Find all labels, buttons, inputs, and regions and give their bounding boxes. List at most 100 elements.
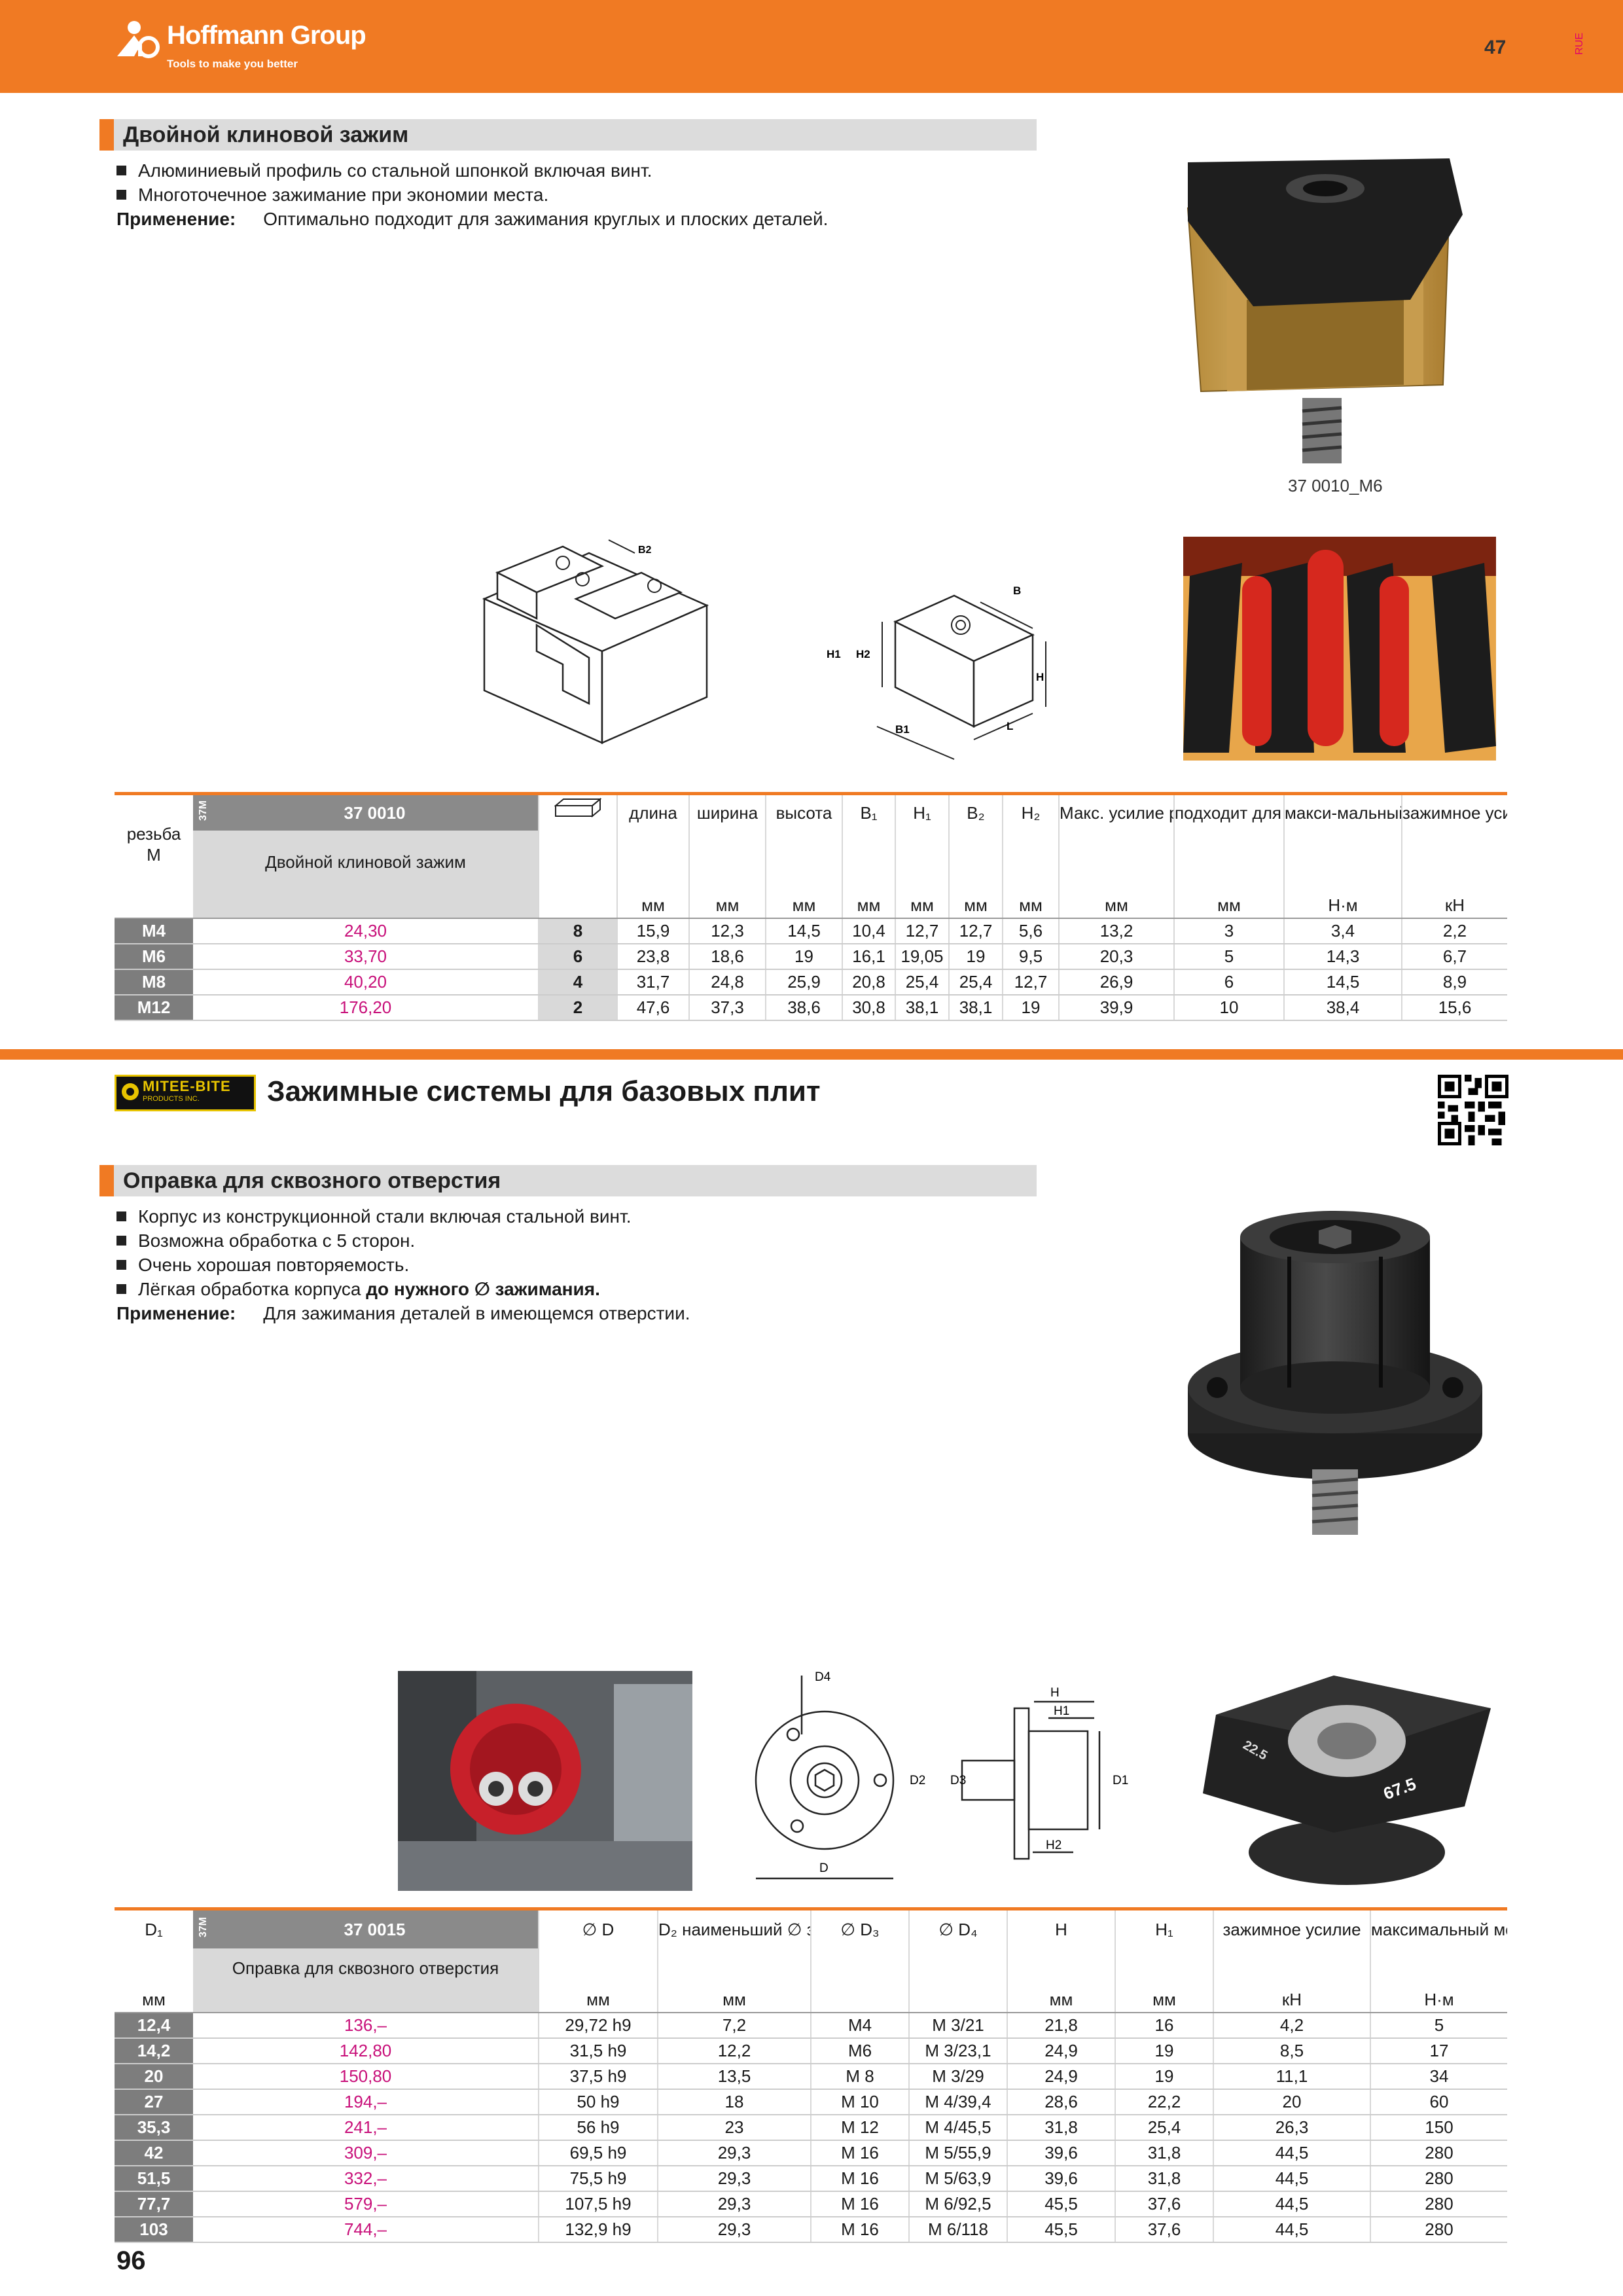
value-cell: M 3/29 xyxy=(908,2063,1007,2090)
bullet-square-icon xyxy=(116,190,126,200)
unit-cell: мм xyxy=(1002,893,1059,919)
col-header: Макс. усилие разжима xyxy=(1058,792,1174,831)
bullet-square-icon xyxy=(116,1284,126,1294)
col-header: H₁ xyxy=(895,792,949,831)
value-cell: 37,3 xyxy=(688,994,766,1021)
value-cell: 20 xyxy=(1213,2089,1370,2115)
value-cell: M 3/21 xyxy=(908,2012,1007,2039)
value-cell: 38,1 xyxy=(948,994,1003,1021)
value-cell: 25,4 xyxy=(1115,2114,1213,2141)
arbor-product-photo[interactable] xyxy=(1178,1211,1492,1545)
price-cell: 33,70 xyxy=(193,943,539,970)
application-photo-red-rods[interactable] xyxy=(1183,537,1496,761)
col-header: ∅ D₃ xyxy=(810,1907,909,1948)
application-text: Для зажимания деталей в имеющемся отверс… xyxy=(263,1303,690,1323)
value-cell: M 16 xyxy=(810,2165,909,2192)
col-header: длина xyxy=(616,792,689,831)
unit-cell: мм xyxy=(115,1987,193,2013)
application-photo-machine[interactable] xyxy=(398,1671,692,1891)
value-cell: 8,9 xyxy=(1401,969,1507,996)
value-cell: 280 xyxy=(1370,2216,1507,2243)
dim-label-d2: D2 xyxy=(910,1774,925,1787)
value-cell: 7,2 xyxy=(657,2012,811,2039)
pack-box-icon xyxy=(554,797,602,818)
value-cell: 24,8 xyxy=(688,969,766,996)
section-title-bar: Двойной клиновой зажим xyxy=(99,119,1037,151)
value-cell: 107,5 h9 xyxy=(538,2191,658,2217)
dim-label-b1: B1 xyxy=(895,723,910,736)
unit-cell: мм xyxy=(538,1987,658,2013)
article-description: Двойной клиновой зажим xyxy=(193,830,539,893)
language-tag: RUE xyxy=(1574,33,1585,55)
bullet-text: Возможна обработка с 5 сторон. xyxy=(138,1230,416,1251)
logo-tagline: Tools to make you better xyxy=(167,58,298,70)
col-header-d1: D₁ xyxy=(115,1907,193,1948)
bullet-item: Очень хорошая повторяемость. xyxy=(116,1253,409,1277)
value-cell: 29,3 xyxy=(657,2140,811,2166)
thread-cell: M8 xyxy=(115,969,193,996)
unit-cell: кН xyxy=(1401,893,1507,919)
value-cell: 14,3 xyxy=(1283,943,1402,970)
mitee-bite-logo[interactable]: MITEE-BITE PRODUCTS INC. xyxy=(115,1075,256,1111)
qr-code-icon[interactable] xyxy=(1438,1075,1508,1145)
hoffmann-logo[interactable]: Hoffmann Group Tools to make you better xyxy=(115,17,389,80)
article-side-label: 37M xyxy=(193,792,211,831)
col-header: ширина xyxy=(688,792,766,831)
baseplate-product-photo[interactable]: 67.5 22.5 xyxy=(1190,1662,1517,1892)
value-cell: M 10 xyxy=(810,2089,909,2115)
value-cell: 39,9 xyxy=(1058,994,1174,1021)
bullet-item: Корпус из конструкционной стали включая … xyxy=(116,1204,631,1229)
value-cell: 23,8 xyxy=(616,943,689,970)
price-cell: 150,80 xyxy=(193,2063,539,2090)
d1-cell: 27 xyxy=(115,2089,193,2115)
value-cell: 12,7 xyxy=(895,918,949,944)
d1-cell: 77,7 xyxy=(115,2191,193,2217)
value-cell: 23 xyxy=(657,2114,811,2141)
value-cell: 26,3 xyxy=(1213,2114,1370,2141)
page-number: 96 xyxy=(116,2246,146,2275)
unit-cell xyxy=(810,1987,909,2013)
bullet-square-icon xyxy=(116,1211,126,1221)
value-cell: M 4/39,4 xyxy=(908,2089,1007,2115)
orange-marker xyxy=(99,1165,114,1196)
value-cell: 13,5 xyxy=(657,2063,811,2090)
unit-cell: Н·м xyxy=(1283,893,1402,919)
value-cell: 21,8 xyxy=(1007,2012,1115,2039)
price-cell: 579,– xyxy=(193,2191,539,2217)
d1-cell: 14,2 xyxy=(115,2037,193,2064)
col-header: B₂ xyxy=(948,792,1003,831)
value-cell: 39,6 xyxy=(1007,2165,1115,2192)
unit-cell: мм xyxy=(616,893,689,919)
dim-label-h1: H1 xyxy=(827,648,841,660)
value-cell: 25,4 xyxy=(895,969,949,996)
clamp-product-photo[interactable] xyxy=(1175,149,1469,522)
value-cell: 15,9 xyxy=(616,918,689,944)
value-cell: 280 xyxy=(1370,2140,1507,2166)
application-line: Применение:Для зажимания деталей в имеющ… xyxy=(116,1301,690,1325)
section-separator xyxy=(0,1049,1623,1060)
d1-cell: 12,4 xyxy=(115,2012,193,2039)
page-badge: 47 xyxy=(1484,37,1507,58)
image-caption: 37 0010_M6 xyxy=(1288,476,1383,495)
value-cell: 24,9 xyxy=(1007,2063,1115,2090)
value-cell: M 6/92,5 xyxy=(908,2191,1007,2217)
value-cell: 6 xyxy=(1173,969,1284,996)
value-cell: 150 xyxy=(1370,2114,1507,2141)
value-cell: 132,9 h9 xyxy=(538,2216,658,2243)
col-header: H₁ xyxy=(1115,1907,1213,1948)
pack-qty-cell: 6 xyxy=(538,943,617,970)
value-cell: 16 xyxy=(1115,2012,1213,2039)
